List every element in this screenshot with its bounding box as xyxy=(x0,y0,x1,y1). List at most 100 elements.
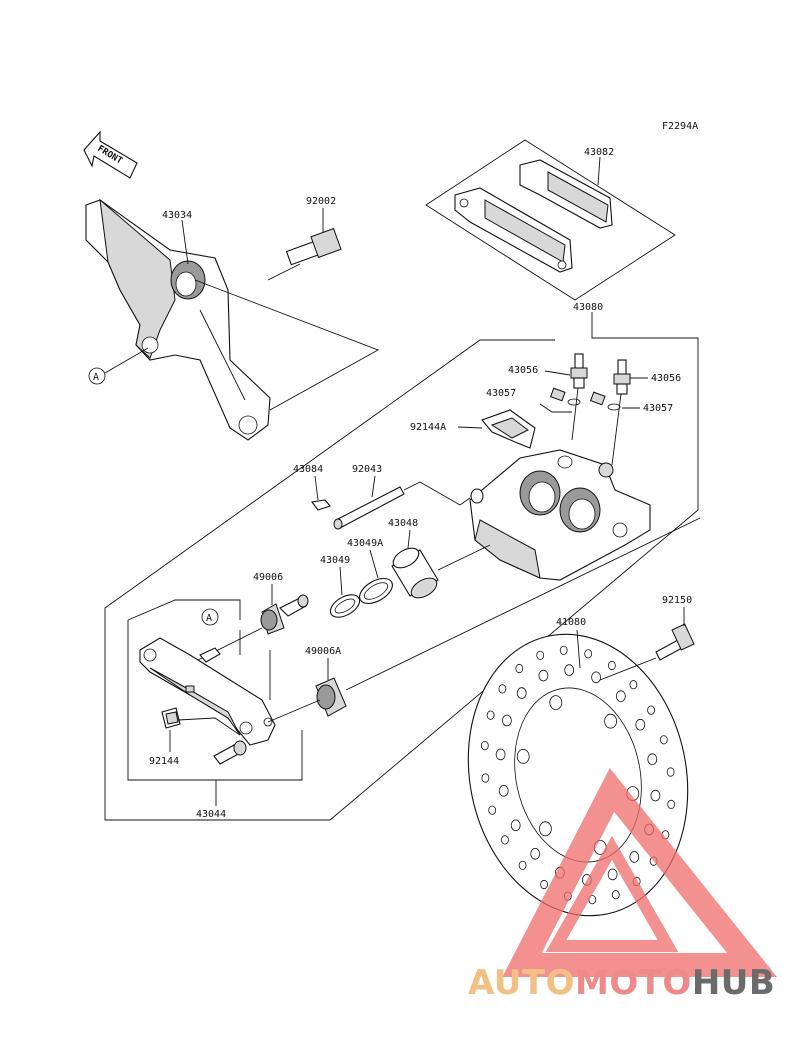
label-92144A: 92144A xyxy=(410,422,446,433)
disc-vent-hole xyxy=(538,669,549,682)
disc-vent-hole xyxy=(500,835,509,845)
label-43049A: 43049A xyxy=(347,538,383,549)
axis-holder-pin xyxy=(267,699,321,723)
axis-bleed-valves xyxy=(571,387,622,466)
disc-vent-hole xyxy=(611,890,620,900)
disc-vent-hole xyxy=(498,684,507,694)
watermark-text: AUTOMOTOHUB xyxy=(468,963,775,1003)
label-43080: 43080 xyxy=(573,302,603,313)
cap-43057-right xyxy=(590,391,621,411)
watermark-moto: MOTO xyxy=(575,963,692,1003)
axis-92002 xyxy=(267,263,301,281)
disc-mount-hole xyxy=(549,695,563,710)
disc-vent-hole xyxy=(667,799,676,810)
label-43049: 43049 xyxy=(320,555,350,566)
disc-vent-hole xyxy=(516,687,527,699)
disc-vent-hole xyxy=(501,714,512,727)
callout-a-left xyxy=(88,367,106,385)
disc-vent-hole xyxy=(659,735,668,745)
leader-92144A xyxy=(457,426,483,429)
frame-bracket xyxy=(194,279,380,411)
disc-vent-hole xyxy=(635,718,646,731)
disc-vent-hole xyxy=(530,847,541,860)
axis-49006A xyxy=(345,517,701,691)
watermark-auto: AUTO xyxy=(468,963,575,1003)
callout-a-holder-text: A xyxy=(206,613,212,624)
axis-92144 xyxy=(177,717,241,736)
caliper-body xyxy=(469,449,651,581)
disc-vent-hole xyxy=(486,710,495,720)
label-49006: 49006 xyxy=(253,572,283,583)
disc-vent-hole xyxy=(607,868,618,881)
watermark-hub: HUB xyxy=(692,963,775,1003)
disc-vent-hole xyxy=(650,789,661,802)
disc-vent-hole xyxy=(584,649,593,659)
leader-callout-a-left xyxy=(104,347,149,374)
label-92002: 92002 xyxy=(306,196,336,207)
leader-43034 xyxy=(181,219,189,265)
pin-clip-43084 xyxy=(311,499,331,511)
seal-43049A xyxy=(359,577,393,605)
boot-49006 xyxy=(260,594,309,635)
label-43048: 43048 xyxy=(388,518,418,529)
label-92043: 92043 xyxy=(352,464,382,475)
label-43044: 43044 xyxy=(196,809,226,820)
disc-vent-hole xyxy=(515,663,524,674)
label-92150: 92150 xyxy=(662,595,692,606)
disc-vent-hole xyxy=(615,690,626,702)
bleed-valve-43056-right xyxy=(613,359,631,395)
label-43056-left: 43056 xyxy=(508,365,538,376)
disc-vent-hole xyxy=(564,664,575,676)
brake-disc-41080 xyxy=(467,633,689,917)
label-41080: 41080 xyxy=(556,617,586,628)
callout-a-left-text: A xyxy=(93,372,99,383)
watermark-logo xyxy=(502,768,777,977)
disc-mount-hole xyxy=(516,749,530,764)
leader-43056-left xyxy=(544,370,571,376)
leader-43082 xyxy=(597,156,601,186)
disc-mount-hole xyxy=(539,821,552,837)
pad-spring-92144A xyxy=(481,409,536,449)
disc-vent-hole xyxy=(498,784,509,797)
caliper-holder-43044 xyxy=(139,637,276,765)
label-43056-right: 43056 xyxy=(651,373,681,384)
disc-vent-hole xyxy=(540,879,548,890)
label-43057-right: 43057 xyxy=(643,403,673,414)
disc-vent-hole xyxy=(647,705,655,715)
disc-vent-hole xyxy=(481,773,490,783)
brake-pads-43082 xyxy=(425,139,676,301)
seal-43049 xyxy=(329,594,361,618)
leader-43084 xyxy=(314,475,319,501)
frame-43044 xyxy=(127,599,303,781)
disc-vent-hole xyxy=(518,860,527,870)
boot-49006A xyxy=(315,677,347,717)
disc-vent-hole xyxy=(559,645,568,655)
disc-vent-hole xyxy=(495,748,506,761)
label-49006A: 49006A xyxy=(305,646,341,657)
label-43082: 43082 xyxy=(584,147,614,158)
front-arrow-icon: FRONT xyxy=(83,130,138,179)
leader-43048 xyxy=(407,529,411,549)
leader-43057-left xyxy=(539,403,572,413)
pad-pin-92043 xyxy=(333,486,405,530)
bolt-92150 xyxy=(655,623,695,661)
disc-vent-hole xyxy=(510,819,521,832)
disc-vent-hole xyxy=(666,767,675,777)
piston-43048 xyxy=(391,547,439,599)
watermark-triangle-icon xyxy=(502,768,777,977)
leader-43049 xyxy=(339,566,343,596)
figure-code: F2294A xyxy=(662,121,698,132)
disc-vent-hole xyxy=(629,680,638,690)
leader-41080 xyxy=(576,629,581,669)
disc-mount-hole xyxy=(604,713,617,729)
bleed-valve-43056-left xyxy=(570,353,588,389)
axis-92150 xyxy=(599,657,657,681)
bolt-92002 xyxy=(285,227,342,266)
axis-holder-a xyxy=(239,630,271,700)
disc-vent-hole xyxy=(647,753,658,765)
disc-vent-hole xyxy=(536,650,545,660)
axis-43048 xyxy=(437,544,491,571)
cap-43057-left xyxy=(550,387,581,406)
disc-vent-hole xyxy=(608,660,616,671)
